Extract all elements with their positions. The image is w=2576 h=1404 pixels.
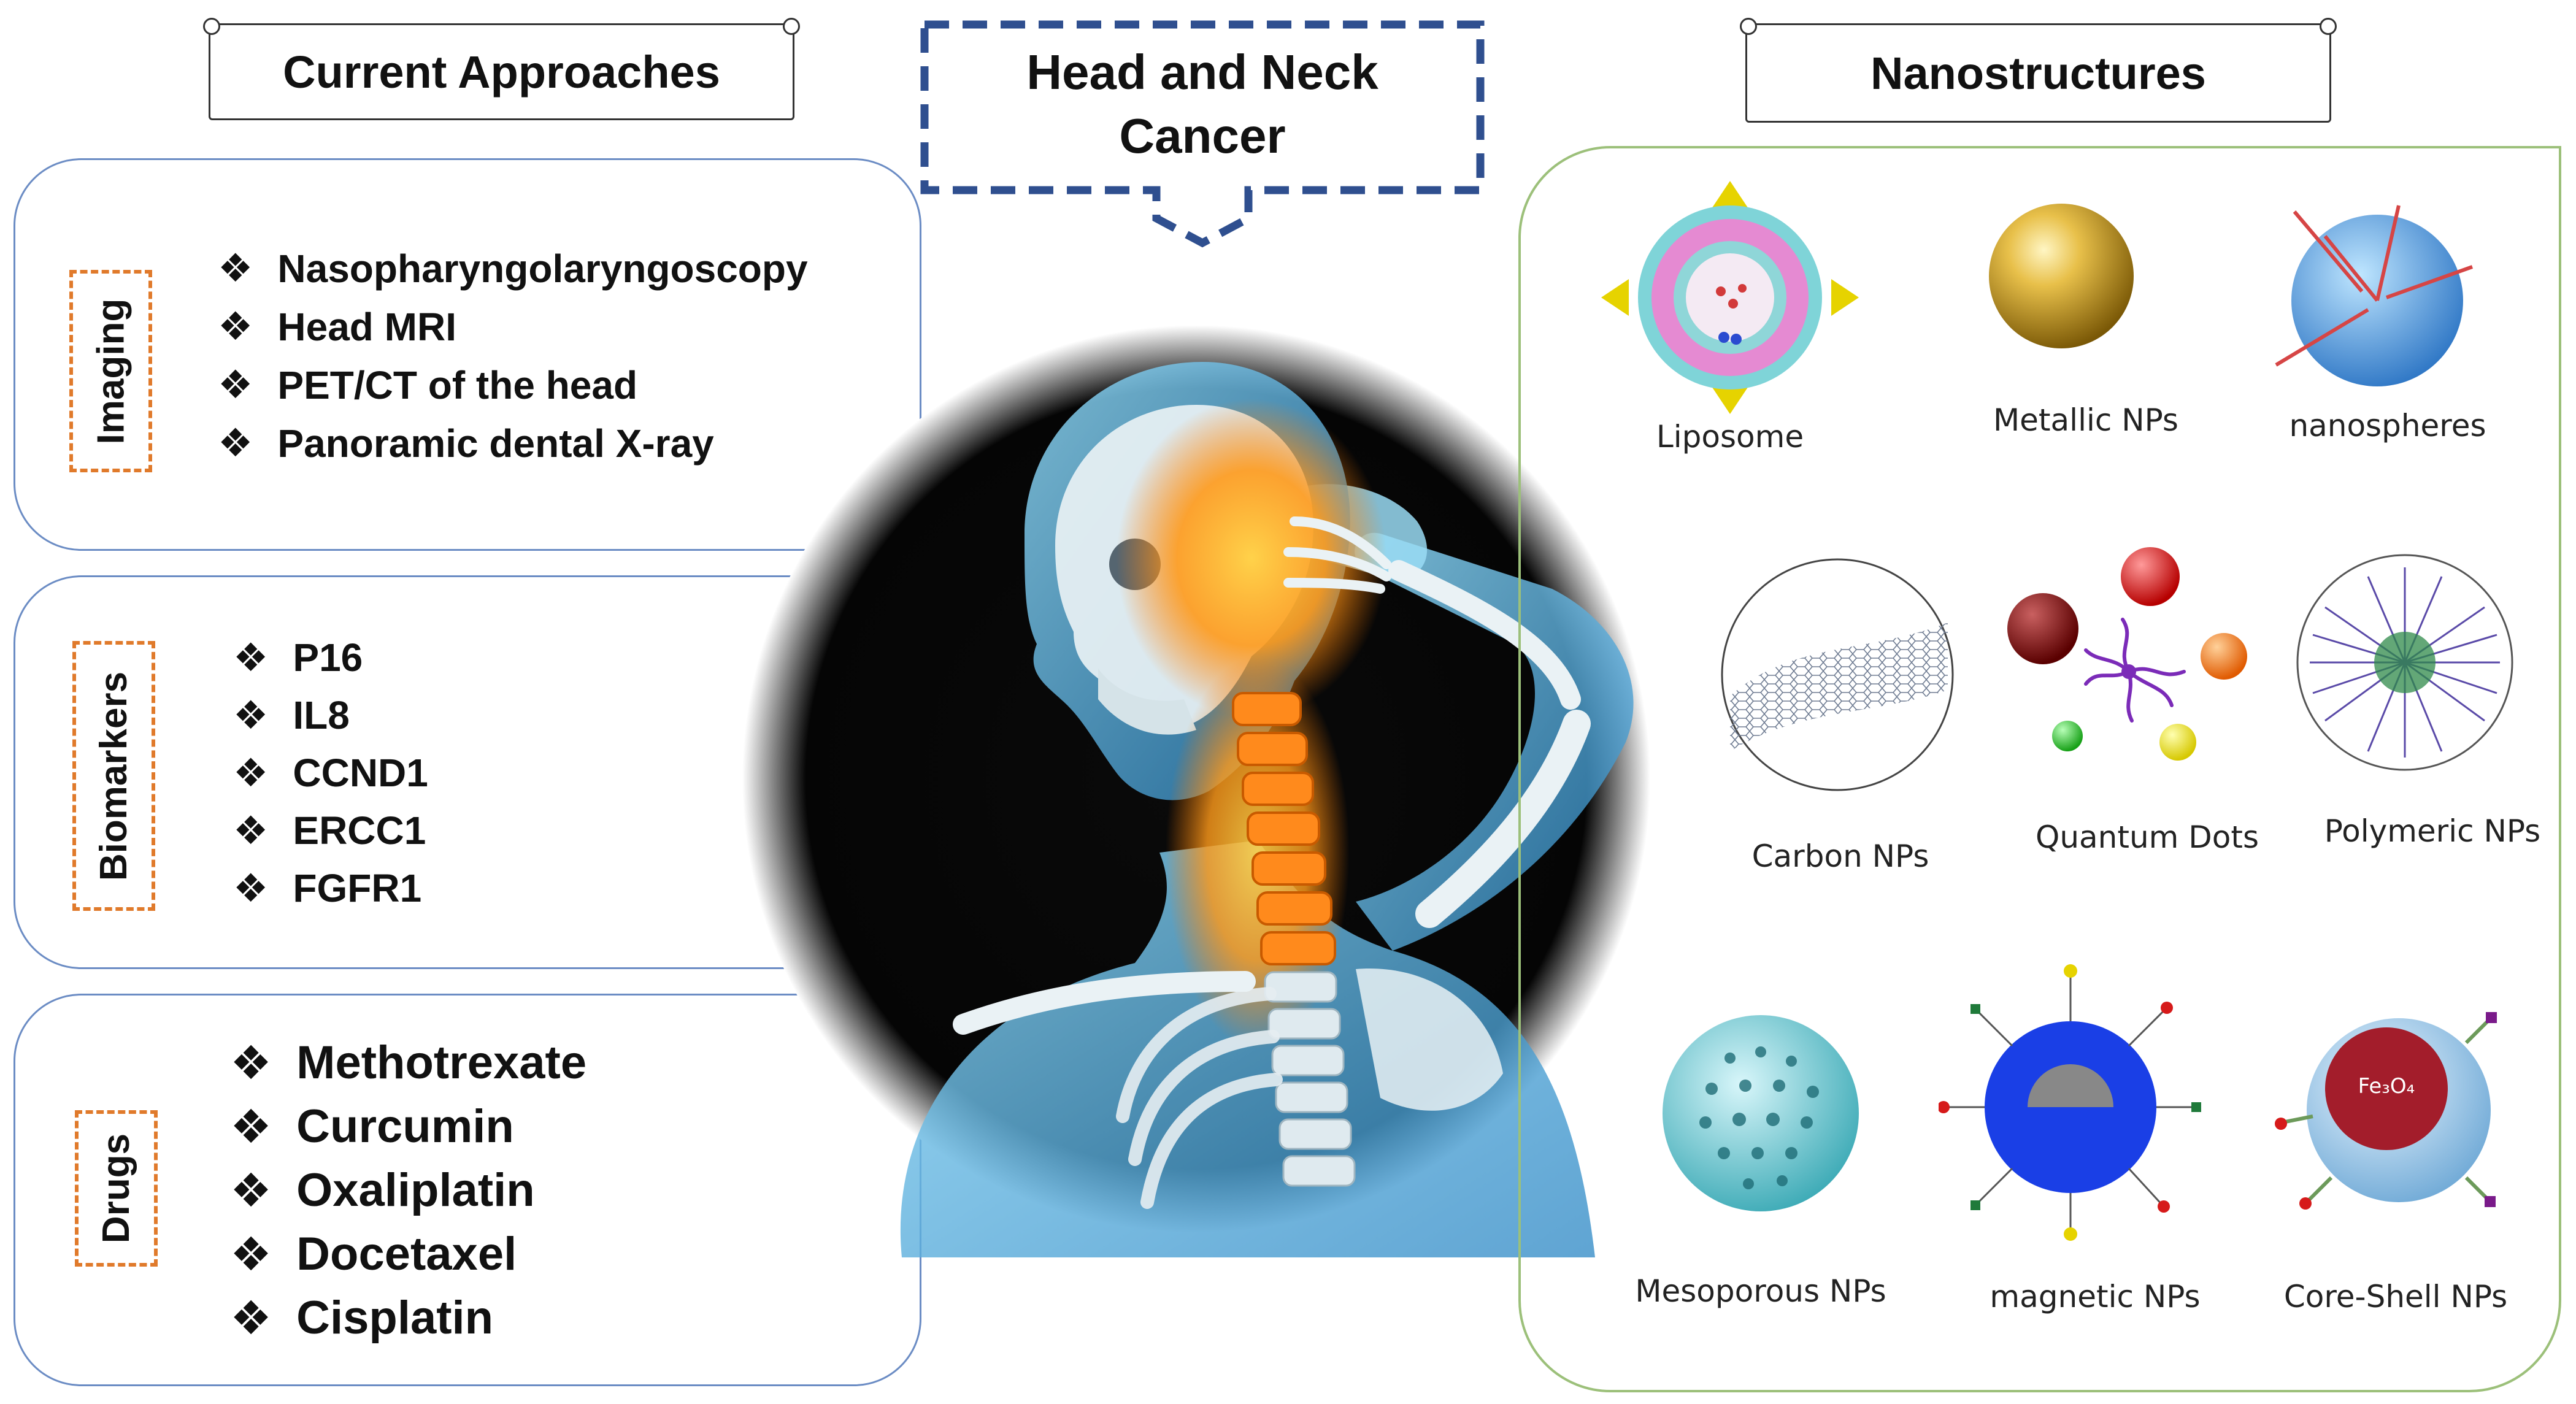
liposome-icon <box>1601 181 1859 414</box>
right-header-banner: Nanostructures <box>1740 18 2337 123</box>
bullet-icon: ❖ <box>233 750 269 795</box>
np-label-core-shell: Core-Shell NPs <box>2283 1279 2508 1314</box>
imaging-list: ❖ Nasopharyngolaryngoscopy ❖ Head MRI ❖ PET… <box>218 239 808 472</box>
jaw <box>1098 669 1196 735</box>
skeleton-illustration <box>742 325 1650 1257</box>
cervical-spine <box>1232 692 1336 965</box>
bullet-icon: ❖ <box>233 692 269 737</box>
bullet-icon: ❖ <box>230 1292 272 1345</box>
bullet-icon: ❖ <box>233 635 269 680</box>
magnetic-np-icon <box>1939 964 2201 1241</box>
imaging-item-text: PET/CT of the head <box>277 363 638 407</box>
drugs-label: Drugs <box>95 1133 138 1244</box>
np-label-magnetic: magnetic NPs <box>1990 1279 2201 1314</box>
biomarker-item: ❖ ERCC1 <box>233 802 428 859</box>
np-label-carbon: Carbon NPs <box>1751 838 1929 874</box>
core-shell-np-icon: Fe₃O₄ <box>2275 1012 2497 1210</box>
np-label-nanospheres: nanospheres <box>2289 408 2486 443</box>
imaging-item: ❖ PET/CT of the head <box>218 356 808 414</box>
biomarker-item-text: IL8 <box>293 693 350 737</box>
drugs-list: ❖ Methotrexate ❖ Curcumin ❖ Oxaliplatin ❖ Do… <box>230 1030 586 1349</box>
polymeric-np-icon <box>2296 554 2513 771</box>
humerus <box>1415 710 1591 928</box>
title-callout-frame <box>920 20 1485 248</box>
bullet-icon: ❖ <box>218 421 253 465</box>
left-header-text: Current Approaches <box>283 46 720 98</box>
biomarkers-list: ❖ P16 ❖ IL8 ❖ CCND1 ❖ ERCC1 ❖ FGFR1 <box>233 629 428 917</box>
bullet-icon: ❖ <box>230 1100 272 1153</box>
core-label: Fe₃O₄ <box>2358 1074 2415 1099</box>
bullet-icon: ❖ <box>230 1228 272 1281</box>
drug-item: ❖ Docetaxel <box>230 1222 586 1286</box>
biomarkers-label: Biomarkers <box>93 671 135 881</box>
page-title-line1: Head and Neck <box>1026 45 1378 99</box>
imaging-item: ❖ Panoramic dental X-ray <box>218 414 808 472</box>
imaging-item: ❖ Head MRI <box>218 297 808 356</box>
biomarker-item: ❖ P16 <box>233 629 428 686</box>
body-silhouette <box>900 840 1595 1257</box>
page-title: Head and Neck Cancer <box>926 40 1478 168</box>
right-header-text: Nanostructures <box>1870 47 2206 99</box>
imaging-item-text: Nasopharyngolaryngoscopy <box>277 246 808 291</box>
bullet-icon: ❖ <box>230 1037 272 1089</box>
left-header-banner: Current Approaches <box>203 18 800 120</box>
drugs-label-box: Drugs <box>75 1110 158 1267</box>
biomarker-item: ❖ FGFR1 <box>233 859 428 917</box>
drug-item: ❖ Methotrexate <box>230 1030 586 1094</box>
imaging-label-box: Imaging <box>69 270 152 472</box>
biomarker-item-text: CCND1 <box>293 751 428 795</box>
np-label-mesoporous: Mesoporous NPs <box>1635 1273 1886 1309</box>
drug-item-text: Cisplatin <box>296 1291 494 1344</box>
bullet-icon: ❖ <box>233 808 269 853</box>
bullet-icon: ❖ <box>218 363 253 407</box>
bullet-icon: ❖ <box>230 1164 272 1217</box>
nanosphere-icon <box>2275 205 2474 386</box>
nanostructures-panel <box>1518 146 2561 1392</box>
drug-item-text: Methotrexate <box>296 1036 587 1089</box>
clavicle <box>953 971 1256 1035</box>
scapula <box>1356 969 1503 1111</box>
bullet-icon: ❖ <box>218 304 253 348</box>
np-label-metallic: Metallic NPs <box>1993 402 2178 438</box>
bullet-icon: ❖ <box>218 246 253 290</box>
forearm <box>1388 560 1581 710</box>
ribs <box>1116 987 1283 1209</box>
imaging-item-text: Head MRI <box>277 304 456 349</box>
imaging-label: Imaging <box>90 298 132 444</box>
mesoporous-sphere-icon <box>1663 1015 1859 1211</box>
metallic-sphere-icon <box>1989 204 2134 348</box>
imaging-panel <box>13 158 921 551</box>
biomarker-item-text: FGFR1 <box>293 866 422 910</box>
biomarkers-label-box: Biomarkers <box>72 641 155 911</box>
carbon-sheet-icon <box>1721 558 1954 791</box>
page-title-line2: Cancer <box>1119 109 1286 163</box>
drug-item: ❖ Curcumin <box>230 1094 586 1158</box>
drugs-panel <box>13 994 921 1386</box>
biomarker-item: ❖ IL8 <box>233 686 428 744</box>
drug-item-text: Curcumin <box>296 1100 514 1153</box>
pain-glow <box>1117 399 1386 718</box>
finger-bones <box>1283 516 1391 594</box>
imaging-item: ❖ Nasopharyngolaryngoscopy <box>218 239 808 297</box>
np-label-liposome: Liposome <box>1656 419 1804 455</box>
thoracic-spine <box>1264 971 1356 1187</box>
np-label-polymeric: Polymeric NPs <box>2324 813 2541 849</box>
biomarker-item: ❖ CCND1 <box>233 744 428 802</box>
drug-item-text: Docetaxel <box>296 1227 517 1280</box>
quantum-dots-icon <box>2007 547 2247 761</box>
drug-item: ❖ Cisplatin <box>230 1286 586 1349</box>
np-label-quantum-dots: Quantum Dots <box>2035 819 2259 855</box>
bullet-icon: ❖ <box>233 865 269 910</box>
imaging-item-text: Panoramic dental X-ray <box>277 421 714 466</box>
drug-item: ❖ Oxaliplatin <box>230 1158 586 1222</box>
drug-item-text: Oxaliplatin <box>296 1164 535 1216</box>
biomarker-item-text: ERCC1 <box>293 808 426 853</box>
raised-arm <box>1355 532 1634 951</box>
biomarker-item-text: P16 <box>293 635 363 680</box>
